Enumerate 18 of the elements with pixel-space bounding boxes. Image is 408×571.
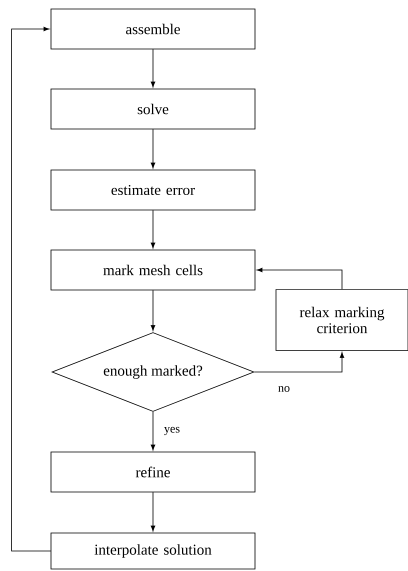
process-box: assemble — [50, 8, 256, 50]
edge-label: no — [278, 386, 290, 392]
arrow — [254, 352, 344, 372]
process-box: interpolate solution — [50, 532, 256, 570]
process-box: mark mesh cells — [50, 250, 256, 290]
arrow — [150, 412, 156, 450]
process-box: solve — [50, 88, 256, 130]
process-box: relax marking criterion — [276, 289, 408, 351]
arrow — [256, 268, 342, 290]
arrow — [150, 49, 156, 88]
arrow — [150, 492, 156, 532]
arrow — [11, 26, 51, 552]
arrow — [150, 129, 156, 168]
arrow — [150, 210, 156, 248]
process-box: estimate error — [50, 170, 256, 210]
arrow — [150, 290, 156, 331]
process-box: refine — [50, 452, 256, 492]
edge-label: yes — [164, 426, 180, 436]
